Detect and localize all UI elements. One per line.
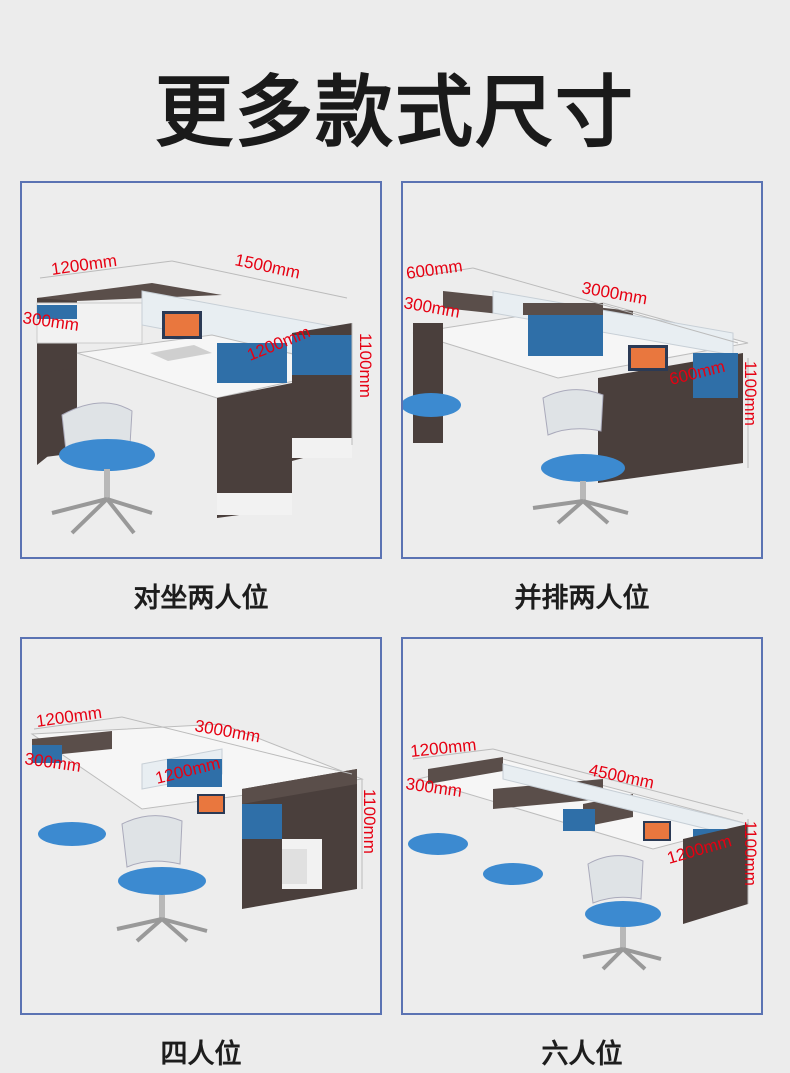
product-caption: 对坐两人位 xyxy=(133,583,269,614)
product-caption: 四人位 xyxy=(160,1039,242,1070)
dimension-label: 1100mm xyxy=(356,333,375,398)
product-image-frame: 1200mm 1500mm 300mm 1200mm 1100mm xyxy=(20,181,382,559)
dimension-label: 1100mm xyxy=(360,789,379,854)
page-title: 更多款式尺寸 xyxy=(154,68,635,158)
product-image-frame: 600mm 3000mm 300mm 600mm 1100mm xyxy=(401,181,763,559)
workstation-illustration: 1200mm 1500mm 300mm 1200mm 1100mm xyxy=(22,250,375,535)
workstation-illustration: 1200mm 3000mm 300mm 1200mm 1100mm xyxy=(23,703,379,943)
product-image-frame: 1200mm 4500mm 300mm 1200mm 1100mm xyxy=(401,637,763,1015)
workstation-illustration: 1200mm 4500mm 300mm 1200mm 1100mm xyxy=(404,735,760,971)
dimension-label: 600mm xyxy=(405,256,464,283)
dimension-label: 1100mm xyxy=(741,361,760,426)
product-caption: 六人位 xyxy=(541,1039,623,1070)
dimension-label: 1500mm xyxy=(233,250,302,282)
dimension-label: 1200mm xyxy=(35,703,103,731)
dimension-label: 1200mm xyxy=(50,251,118,279)
product-image-frame: 1200mm 3000mm 300mm 1200mm 1100mm xyxy=(20,637,382,1015)
dimension-label: 1100mm xyxy=(741,821,760,886)
workstation-illustration: 600mm 3000mm 300mm 600mm 1100mm xyxy=(403,256,760,525)
dimension-label: 1200mm xyxy=(409,735,477,761)
product-caption: 并排两人位 xyxy=(514,583,650,614)
